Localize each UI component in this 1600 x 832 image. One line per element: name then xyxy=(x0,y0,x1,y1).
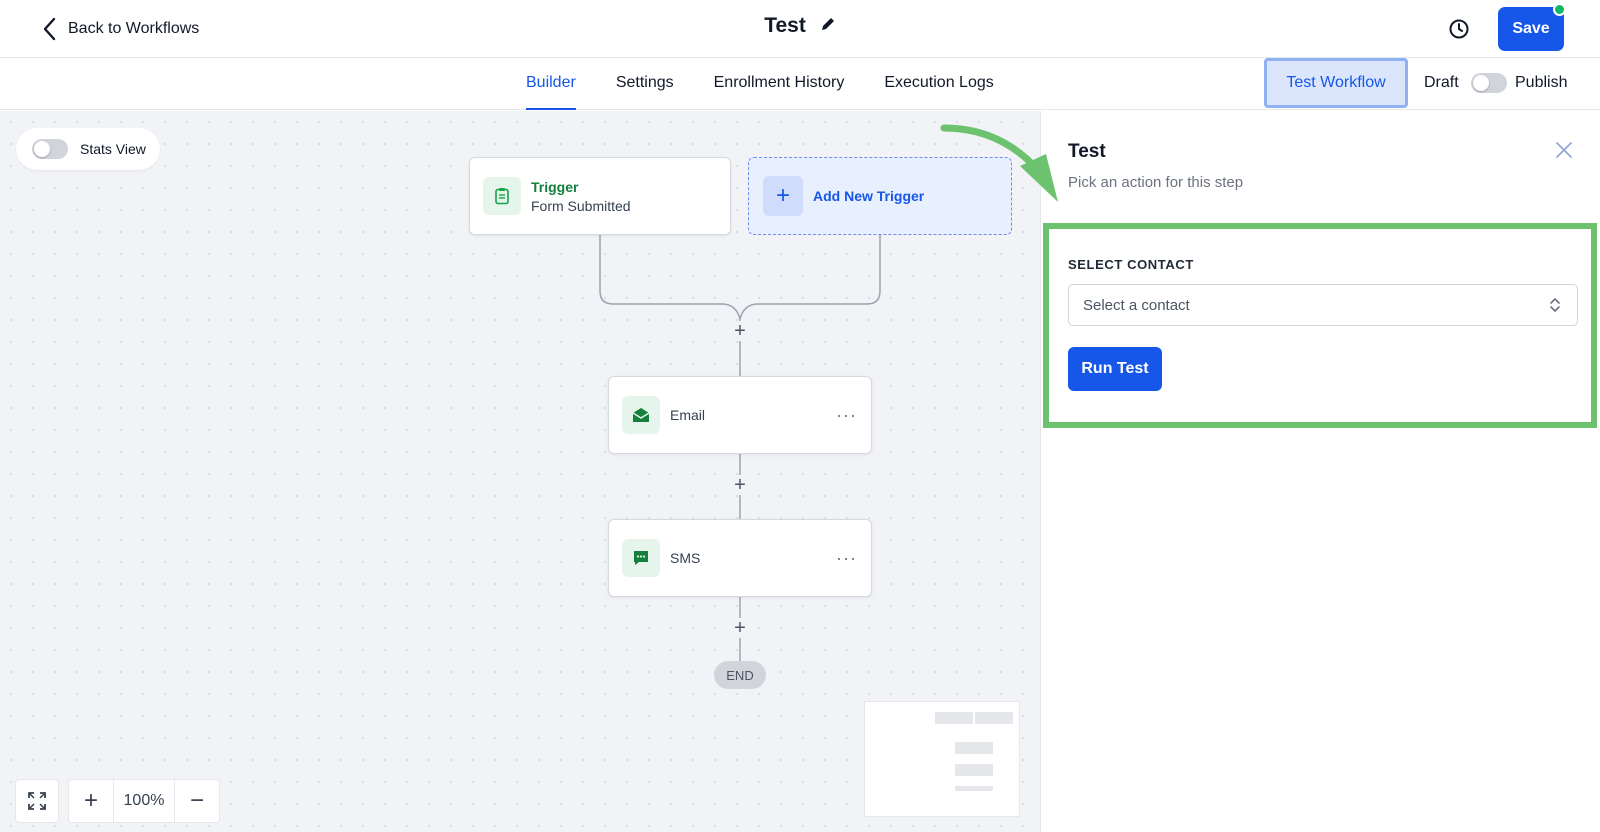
minimap-node xyxy=(955,786,993,791)
test-workflow-button[interactable]: Test Workflow xyxy=(1264,58,1408,108)
zoom-level: 100% xyxy=(113,780,175,822)
trigger-title: Trigger xyxy=(531,178,579,195)
chat-bubble-icon xyxy=(622,539,660,577)
add-step-plus-icon[interactable]: + xyxy=(730,475,750,495)
tab-execution-logs[interactable]: Execution Logs xyxy=(884,74,994,91)
minimap[interactable] xyxy=(864,701,1020,817)
fit-to-screen-button[interactable] xyxy=(15,779,59,823)
tabs: Builder Settings Enrollment History Exec… xyxy=(526,58,994,110)
tab-builder[interactable]: Builder xyxy=(526,58,576,110)
add-step-plus-icon[interactable]: + xyxy=(730,321,750,341)
email-action-node[interactable]: Email ··· xyxy=(608,376,872,454)
status-dot xyxy=(1553,3,1566,16)
zoom-out-button[interactable]: − xyxy=(189,787,204,814)
run-test-button[interactable]: Run Test xyxy=(1068,347,1162,391)
save-button[interactable]: Save xyxy=(1498,7,1564,51)
minimap-node xyxy=(955,764,993,776)
trigger-text: Trigger Form Submitted xyxy=(531,179,631,214)
workflow-canvas[interactable]: Stats View Trigger Form Submitted + Add … xyxy=(0,111,1040,832)
clipboard-icon xyxy=(483,177,521,215)
tab-settings[interactable]: Settings xyxy=(615,74,674,91)
email-node-label: Email xyxy=(670,407,706,423)
envelope-open-icon xyxy=(622,396,660,434)
minimap-node xyxy=(935,712,973,724)
select-contact-dropdown[interactable]: Select a contact xyxy=(1068,284,1578,326)
panel-title: Test xyxy=(1068,141,1106,162)
highlight-box xyxy=(1043,223,1597,428)
workflow-title-group: Test xyxy=(0,14,1600,38)
minimap-node xyxy=(975,712,1013,724)
add-step-plus-icon[interactable]: + xyxy=(730,618,750,638)
close-icon[interactable] xyxy=(1553,139,1577,163)
sms-action-node[interactable]: SMS ··· xyxy=(608,519,872,597)
panel-subtitle: Pick an action for this step xyxy=(1068,174,1244,191)
stats-view-control: Stats View xyxy=(16,128,160,170)
draft-label: Draft xyxy=(1424,74,1459,91)
annotation-arrow-icon xyxy=(940,124,1058,202)
add-new-trigger-button[interactable]: + Add New Trigger xyxy=(748,157,1012,235)
minimap-node xyxy=(955,742,993,754)
stats-view-label: Stats View xyxy=(80,141,146,157)
back-to-workflows-link[interactable]: Back to Workflows xyxy=(40,16,199,42)
publish-toggle[interactable] xyxy=(1471,73,1507,93)
more-options-icon[interactable]: ··· xyxy=(836,404,857,425)
plus-icon: + xyxy=(763,176,803,216)
zoom-controls: + 100% − xyxy=(68,779,220,823)
chevron-up-down-icon xyxy=(1550,298,1560,312)
stats-view-toggle[interactable] xyxy=(32,139,68,159)
back-label: Back to Workflows xyxy=(68,20,200,37)
select-contact-label: SELECT CONTACT xyxy=(1068,257,1194,272)
top-header: Back to Workflows Test Save xyxy=(0,0,1600,58)
zoom-in-button[interactable]: + xyxy=(83,787,98,814)
select-contact-placeholder: Select a contact xyxy=(1083,296,1190,314)
sms-node-label: SMS xyxy=(670,550,701,566)
add-new-trigger-label: Add New Trigger xyxy=(813,188,925,204)
trigger-subtitle: Form Submitted xyxy=(531,197,631,214)
test-workflow-label: Test Workflow xyxy=(1286,74,1386,91)
end-marker: END xyxy=(714,661,766,689)
tab-enrollment-history[interactable]: Enrollment History xyxy=(713,74,845,91)
trigger-node[interactable]: Trigger Form Submitted xyxy=(469,157,731,235)
tab-bar: Builder Settings Enrollment History Exec… xyxy=(0,58,1600,110)
history-clock-icon[interactable] xyxy=(1448,18,1470,40)
test-panel: Test Pick an action for this step SELECT… xyxy=(1040,111,1600,832)
chevron-left-icon xyxy=(43,17,56,41)
expand-icon xyxy=(28,792,46,810)
publish-label: Publish xyxy=(1515,74,1568,91)
workflow-title: Test xyxy=(764,14,806,37)
more-options-icon[interactable]: ··· xyxy=(836,547,857,568)
pencil-icon[interactable] xyxy=(820,16,836,37)
